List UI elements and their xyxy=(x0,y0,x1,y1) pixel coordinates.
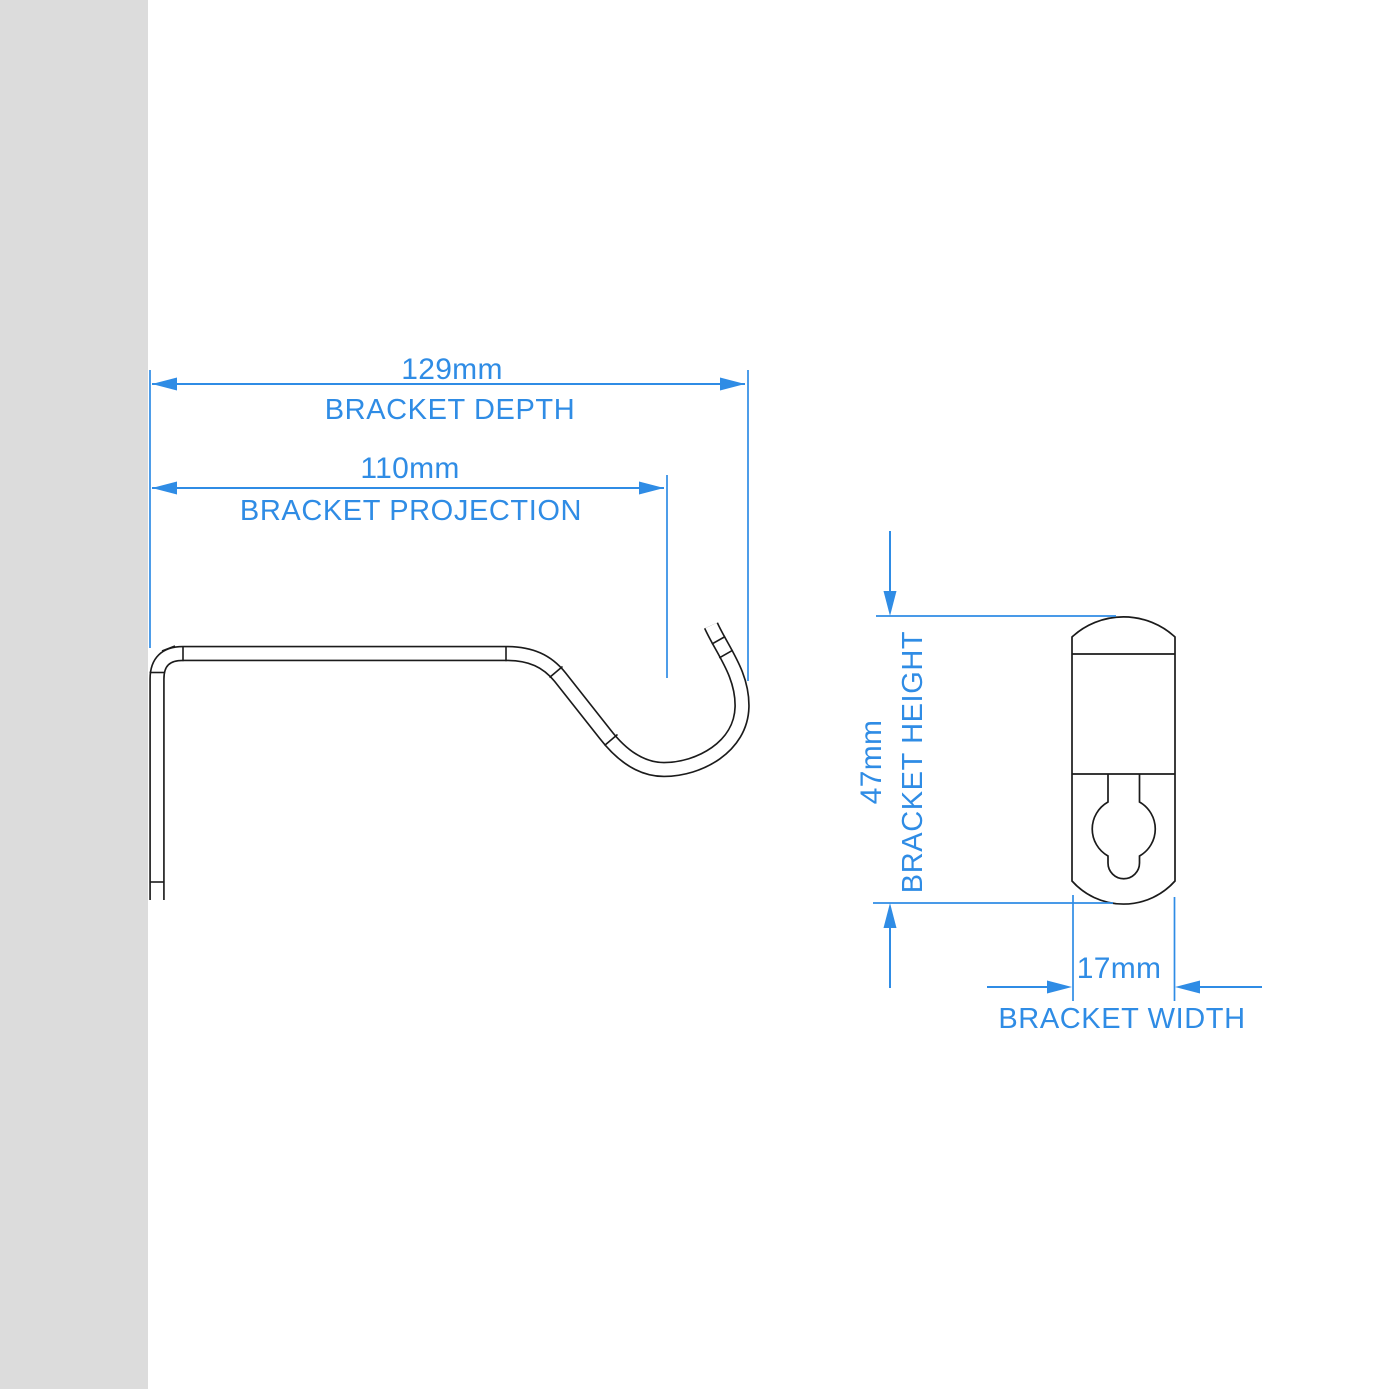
side-view-bracket xyxy=(149,622,750,900)
arrow-left-icon xyxy=(152,377,177,391)
arrow-up-icon xyxy=(883,903,897,928)
dimension-bracket-width: 17mm BRACKET WIDTH xyxy=(987,895,1262,1035)
tick-mark xyxy=(711,635,726,645)
tick-mark xyxy=(161,645,176,652)
keyhole-slot xyxy=(1091,774,1157,880)
arrow-right-icon xyxy=(1047,980,1072,994)
bracket-depth-value: 129mm xyxy=(401,353,503,386)
dimension-bracket-projection: 110mm BRACKET PROJECTION xyxy=(152,452,668,678)
tick-mark xyxy=(603,733,619,747)
arrow-right-icon xyxy=(639,481,664,495)
bracket-depth-label: BRACKET DEPTH xyxy=(325,394,576,426)
tick-mark xyxy=(718,649,734,659)
tick-mark xyxy=(548,665,564,679)
bracket-profile-fill xyxy=(150,622,749,900)
bracket-height-value: 47mm xyxy=(855,720,888,805)
bracket-width-value: 17mm xyxy=(1077,952,1162,985)
front-view-plate xyxy=(1071,616,1176,905)
arrow-right-icon xyxy=(720,377,745,391)
arrow-left-icon xyxy=(152,481,177,495)
bracket-width-label: BRACKET WIDTH xyxy=(998,1003,1245,1035)
bracket-projection-label: BRACKET PROJECTION xyxy=(240,495,582,527)
wall-strip xyxy=(0,0,148,1389)
bracket-height-label: BRACKET HEIGHT xyxy=(897,631,929,893)
dimension-bracket-height: 47mm BRACKET HEIGHT xyxy=(855,531,1116,988)
plate-outline xyxy=(1071,616,1176,905)
arrow-down-icon xyxy=(883,591,897,616)
dimension-bracket-depth: 129mm BRACKET DEPTH xyxy=(149,353,749,681)
arrow-left-icon xyxy=(1175,980,1200,994)
bracket-projection-value: 110mm xyxy=(360,452,459,485)
